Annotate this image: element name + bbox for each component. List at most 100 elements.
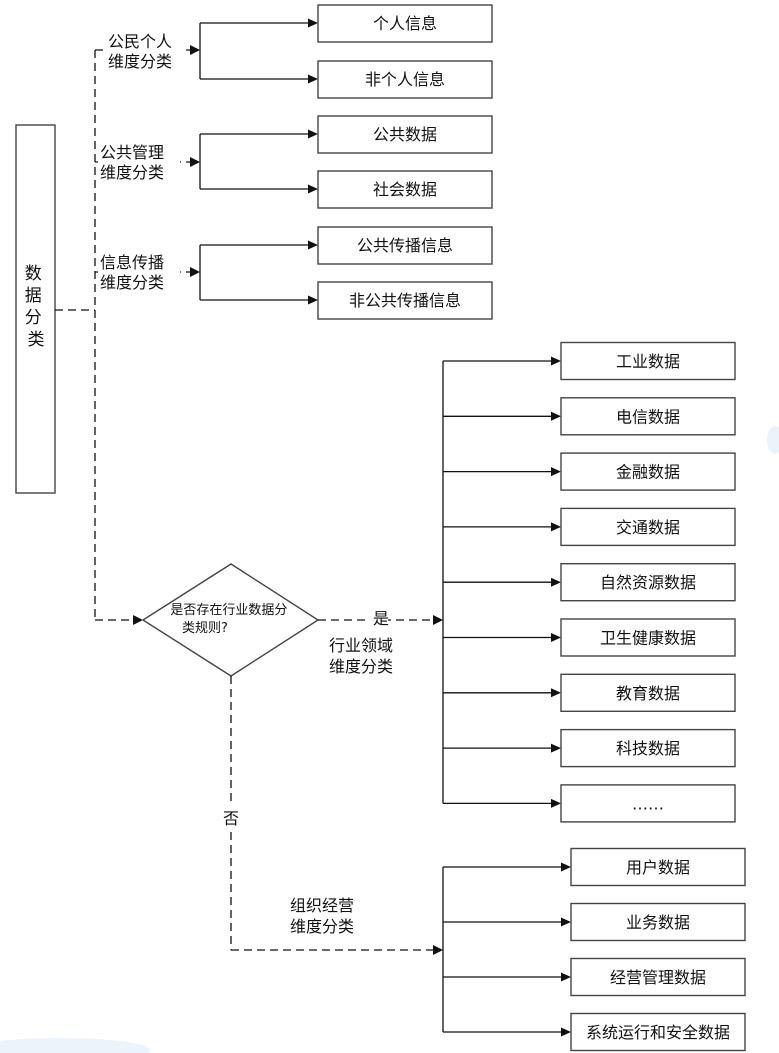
category-label: 自然资源数据 <box>600 573 696 592</box>
dimension-line: 信息传播 <box>100 253 164 272</box>
category-label: 个人信息 <box>373 14 437 33</box>
category-label: 电信数据 <box>616 407 680 426</box>
arrow-icon <box>308 74 318 84</box>
arrow-icon <box>190 157 200 167</box>
question-line: 是否存在行业数据分 <box>170 603 287 618</box>
decorative-glow <box>0 1038 150 1053</box>
dimension-line: 维度分类 <box>100 163 164 182</box>
category-box <box>560 673 736 712</box>
arrow-icon <box>561 917 571 927</box>
category-label: 社会数据 <box>373 180 437 199</box>
category-label: 卫生健康数据 <box>600 629 696 648</box>
category-label: 公共数据 <box>373 125 437 144</box>
dimension-line: 维度分类 <box>108 52 172 71</box>
dimension-label: 公共管理 维度分类 <box>100 143 169 182</box>
arrow-icon <box>308 129 318 139</box>
dimension-line: 公民个人 <box>108 32 172 51</box>
arrow-icon <box>308 295 318 305</box>
decorative-glow <box>767 426 779 454</box>
label-bg <box>98 141 180 183</box>
root-char: 据 <box>25 286 42 306</box>
arrow-icon <box>308 184 318 194</box>
arrow-icon <box>561 972 571 982</box>
category-box <box>560 397 736 436</box>
arrow-icon <box>551 798 561 808</box>
root-char: 类 <box>28 330 45 350</box>
arrow-icon <box>551 467 561 477</box>
category-label: …… <box>632 794 664 813</box>
arrow-icon <box>133 615 143 625</box>
category-box <box>560 341 736 381</box>
arrow-icon <box>561 862 571 872</box>
yes-label: 是 <box>373 609 389 628</box>
category-label: 交通数据 <box>616 518 680 537</box>
arrow-icon <box>190 267 200 277</box>
dimension-line: 公共管理 <box>100 143 164 162</box>
dimension-label: 公民个人 维度分类 <box>108 32 177 71</box>
category-label: 用户数据 <box>626 858 690 877</box>
category-box <box>560 618 736 657</box>
arrow-icon <box>551 688 561 698</box>
category-box <box>560 452 736 491</box>
category-label: 非个人信息 <box>365 70 445 89</box>
category-box <box>317 226 493 265</box>
arrow-icon <box>433 945 443 955</box>
organization-line: 组织经营 <box>290 896 354 915</box>
label-bg <box>98 251 180 293</box>
category-box <box>317 4 493 43</box>
category-box <box>570 902 746 942</box>
dimension-label: 信息传播 维度分类 <box>100 253 169 292</box>
category-box <box>560 507 736 547</box>
category-box <box>560 563 736 602</box>
arrow-icon <box>308 18 318 28</box>
category-box <box>317 170 493 209</box>
arrow-icon <box>551 522 561 532</box>
decision-question: 是否存在行业数据分 类规则? <box>170 603 291 636</box>
category-label: 工业数据 <box>616 352 680 371</box>
question-line: 类规则? <box>182 621 228 636</box>
organization-line: 维度分类 <box>290 917 354 936</box>
organization-label: 组织经营 维度分类 <box>290 896 359 936</box>
category-box <box>317 115 493 154</box>
arrow-icon <box>551 633 561 642</box>
category-label: 金融数据 <box>616 463 680 482</box>
industry-label: 行业领域 维度分类 <box>329 636 398 676</box>
category-label: 业务数据 <box>626 913 690 932</box>
category-label: 非公共传播信息 <box>349 291 461 310</box>
root-char: 分 <box>25 308 42 328</box>
arrow-icon <box>308 240 318 250</box>
root-char: 数 <box>25 264 42 284</box>
arrow-icon <box>551 577 561 587</box>
industry-line: 维度分类 <box>329 657 393 676</box>
category-box <box>570 957 746 997</box>
category-box <box>570 847 746 887</box>
arrow-icon <box>551 743 561 753</box>
label-bg <box>368 607 388 629</box>
root-box <box>15 124 56 494</box>
arrow-icon <box>433 615 443 625</box>
arrow-icon <box>551 411 561 421</box>
decision-diamond <box>141 563 320 677</box>
category-label: 公共传播信息 <box>357 236 453 255</box>
category-label: 经营管理数据 <box>610 968 706 987</box>
category-label: 系统运行和安全数据 <box>586 1023 730 1042</box>
label-bg <box>103 30 185 70</box>
category-label: 科技数据 <box>616 739 680 758</box>
dimension-line: 维度分类 <box>100 273 164 292</box>
category-label: 教育数据 <box>616 684 680 703</box>
category-box <box>317 60 493 99</box>
label-bg <box>220 806 242 828</box>
arrow-icon <box>561 1027 571 1037</box>
industry-line: 行业领域 <box>329 636 393 655</box>
category-box <box>317 281 493 320</box>
root-label: 数 据 分 类 <box>25 264 47 350</box>
no-label: 否 <box>223 809 239 828</box>
category-box <box>560 784 736 823</box>
arrow-icon <box>190 45 200 55</box>
category-box <box>560 728 736 768</box>
category-box <box>570 1012 746 1052</box>
arrow-icon <box>551 356 561 366</box>
